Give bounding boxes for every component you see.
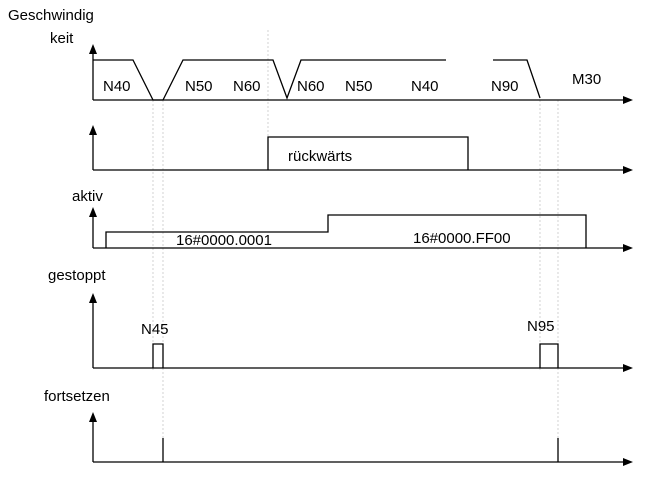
stopped-label: gestoppt <box>48 267 106 284</box>
active-y-axis-arrow-icon <box>89 207 97 217</box>
speed-label-line2: keit <box>50 30 74 47</box>
stopped-y-axis-arrow-icon <box>89 293 97 303</box>
active-value-low: 16#0000.0001 <box>176 232 272 249</box>
speed-block-n40: N40 <box>103 78 131 95</box>
reverse-pulse-label: rückwärts <box>288 148 352 165</box>
active-value-high: 16#0000.FF00 <box>413 230 511 247</box>
active-label: aktiv <box>72 188 103 205</box>
reverse-signal: rückwärts <box>89 125 633 174</box>
speed-block-n50: N50 <box>185 78 213 95</box>
stopped-pulse-n95 <box>539 343 559 368</box>
resume-y-axis-arrow-icon <box>89 412 97 422</box>
stopped-signal: gestoppt N45 N95 <box>48 267 633 372</box>
active-x-axis-arrow-icon <box>623 244 633 252</box>
stopped-pulse-label-n95: N95 <box>527 318 555 335</box>
speed-block-n60-reverse: N60 <box>297 78 325 95</box>
speed-signal: Geschwindig keit N40 N50 N60 N60 N50 N40… <box>8 7 633 104</box>
speed-block-n40-reverse: N40 <box>411 78 439 95</box>
reverse-x-axis-arrow-icon <box>623 166 633 174</box>
speed-profile <box>93 59 446 101</box>
resume-x-axis-arrow-icon <box>623 458 633 466</box>
resume-signal: fortsetzen <box>44 388 633 466</box>
stopped-pulse-label-n45: N45 <box>141 321 169 338</box>
speed-block-n50-reverse: N50 <box>345 78 373 95</box>
reverse-y-axis-arrow-icon <box>89 125 97 135</box>
speed-label-line1: Geschwindig <box>8 7 94 24</box>
stopped-x-axis-arrow-icon <box>623 364 633 372</box>
speed-block-m30: M30 <box>572 71 601 88</box>
speed-block-n90: N90 <box>491 78 519 95</box>
speed-profile-decel <box>493 59 541 99</box>
stopped-pulse-n45 <box>152 343 164 368</box>
speed-block-n60: N60 <box>233 78 261 95</box>
speed-x-axis-arrow-icon <box>623 96 633 104</box>
active-signal: aktiv 16#0000.0001 16#0000.FF00 <box>72 188 633 252</box>
speed-y-axis-arrow-icon <box>89 44 97 54</box>
resume-label: fortsetzen <box>44 388 110 405</box>
reverse-pulse <box>267 136 469 170</box>
active-value-trace <box>105 214 587 248</box>
